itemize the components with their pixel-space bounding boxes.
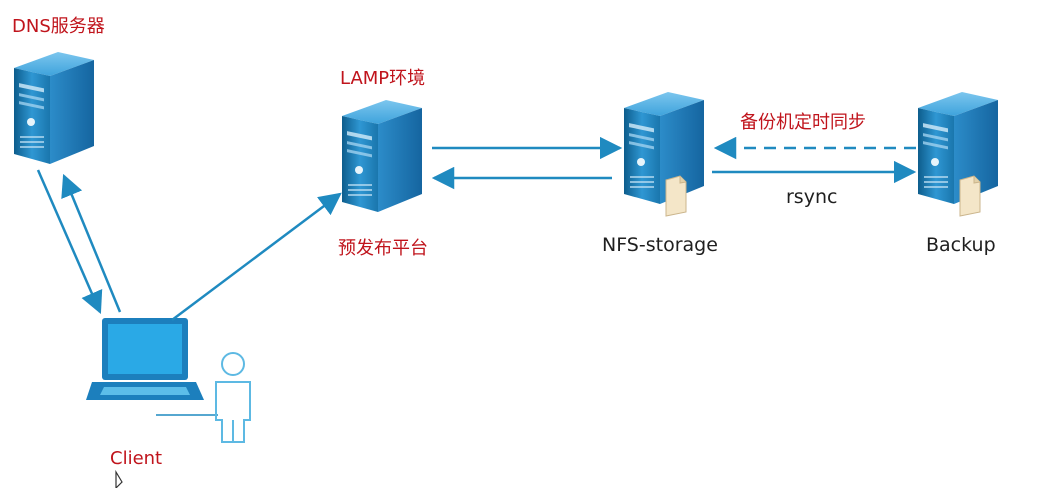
backup-server-icon (918, 92, 998, 204)
arrow-client-to-lamp (171, 192, 342, 321)
client-label: Client (110, 448, 163, 469)
lamp-bottom-label: 预发布平台 (338, 238, 428, 259)
backup-document-icon (959, 175, 981, 217)
sync-edge-label: 备份机定时同步 (740, 112, 866, 133)
user-icon (215, 352, 251, 443)
lamp-top-label: LAMP环境 (340, 68, 426, 89)
nfs-label: NFS-storage (602, 234, 718, 256)
lamp-server-icon (342, 100, 422, 212)
rsync-edge-label: rsync (786, 186, 838, 208)
dns-server-icon (14, 52, 94, 164)
backup-label: Backup (926, 234, 996, 256)
arrow-client-to-dns (61, 173, 122, 313)
nfs-document-icon (665, 175, 687, 217)
laptop-icon (86, 318, 204, 400)
dns-server-label: DNS服务器 (12, 16, 105, 37)
nfs-server-icon (624, 92, 704, 204)
arrow-dns-to-client (36, 169, 103, 315)
mouse-cursor-icon (115, 469, 123, 488)
